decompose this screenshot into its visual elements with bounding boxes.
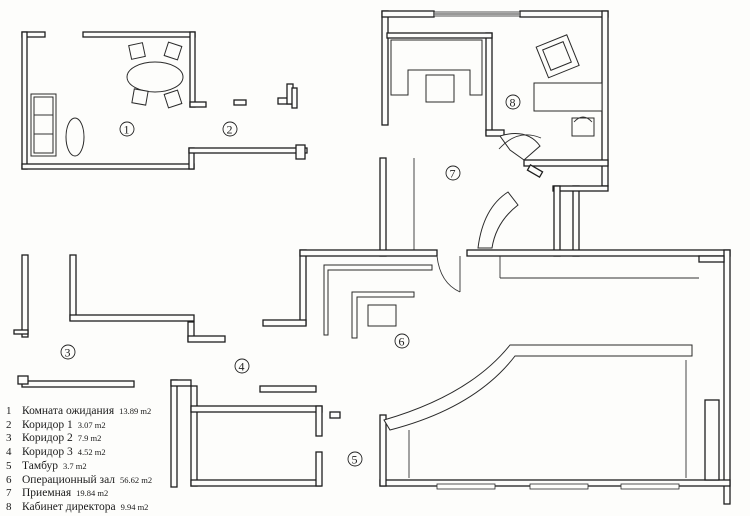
legend-room-name: Комната ожидания: [22, 405, 115, 417]
svg-text:4: 4: [239, 360, 245, 374]
svg-text:7: 7: [450, 167, 456, 181]
svg-text:5: 5: [352, 453, 358, 467]
room-marker-3: 3: [60, 344, 76, 360]
room-marker-1: 1: [119, 121, 135, 137]
legend-room-area: 3.7 m2: [63, 460, 87, 471]
legend-number: 8: [6, 500, 12, 513]
room-marker-5: 5: [347, 451, 363, 467]
svg-text:8: 8: [510, 96, 516, 110]
room-marker-6: 6: [394, 333, 410, 349]
room-marker-2: 2: [222, 121, 238, 137]
room-legend: 1 Комната ожидания 13.89 m2 2 Коридор 1 …: [6, 405, 174, 515]
legend-row: 3 Коридор 2 7.9 m2: [6, 432, 174, 446]
legend-row: 7 Приемная 19.84 m2: [6, 487, 174, 501]
legend-number: 6: [6, 473, 12, 486]
legend-room-area: 13.89 m2: [119, 406, 152, 416]
legend-room-area: 19.84 m2: [76, 488, 109, 499]
room-8-windows: [433, 11, 521, 17]
legend-row: 4 Коридор 3 4.52 m2: [6, 446, 174, 460]
room-1-furniture: [30, 41, 184, 157]
legend-room-area: 4.52 m2: [77, 447, 106, 458]
room-6-windows: [436, 256, 699, 490]
svg-text:2: 2: [227, 123, 233, 137]
legend-room-name: Коридор 3: [22, 446, 73, 459]
legend-room-name: Кабинет директора: [22, 500, 116, 513]
svg-text:6: 6: [399, 335, 405, 349]
room-6-counter: [323, 264, 693, 478]
legend-room-name: Коридор 2: [22, 432, 73, 445]
legend-number: 7: [6, 487, 12, 500]
room-8-walls: [381, 10, 609, 257]
legend-room-name: Приемная: [22, 487, 72, 500]
legend-number: 2: [6, 418, 12, 431]
svg-text:3: 3: [65, 346, 71, 360]
room-marker-7: 7: [445, 165, 461, 181]
legend-number: 3: [6, 432, 12, 445]
legend-room-area: 3.07 m2: [77, 419, 106, 430]
legend-row: 5 Тамбур 3.7 m2: [6, 460, 174, 474]
legend-room-area: 7.9 m2: [77, 433, 102, 444]
room-marker-4: 4: [234, 358, 250, 374]
legend-room-name: Тамбур: [22, 459, 59, 472]
room-8-furniture: [390, 34, 603, 161]
legend-number: 4: [6, 446, 12, 459]
legend-room-name: Коридор 1: [22, 418, 73, 431]
legend-row: 1 Комната ожидания 13.89 m2: [6, 405, 174, 419]
room-3-walls: [13, 254, 226, 388]
room-6-walls: [262, 249, 731, 505]
room-1-walls: [21, 31, 308, 170]
legend-row: 8 Кабинет директора 9.94 m2: [6, 501, 174, 515]
legend-number: 1: [6, 405, 12, 417]
room-5-walls: [170, 379, 341, 488]
legend-room-area: 9.94 m2: [120, 501, 149, 512]
room-2-walls: [233, 83, 298, 109]
door-swing: [436, 134, 542, 293]
legend-room-name: Операционный зал: [22, 473, 116, 486]
legend-row: 2 Коридор 1 3.07 m2: [6, 419, 174, 433]
legend-row: 6 Операционный зал 56.62 m2: [6, 474, 174, 488]
svg-text:1: 1: [124, 123, 130, 137]
legend-room-area: 56.62 m2: [120, 474, 153, 485]
room-marker-8: 8: [505, 94, 521, 110]
legend-number: 5: [6, 459, 12, 472]
